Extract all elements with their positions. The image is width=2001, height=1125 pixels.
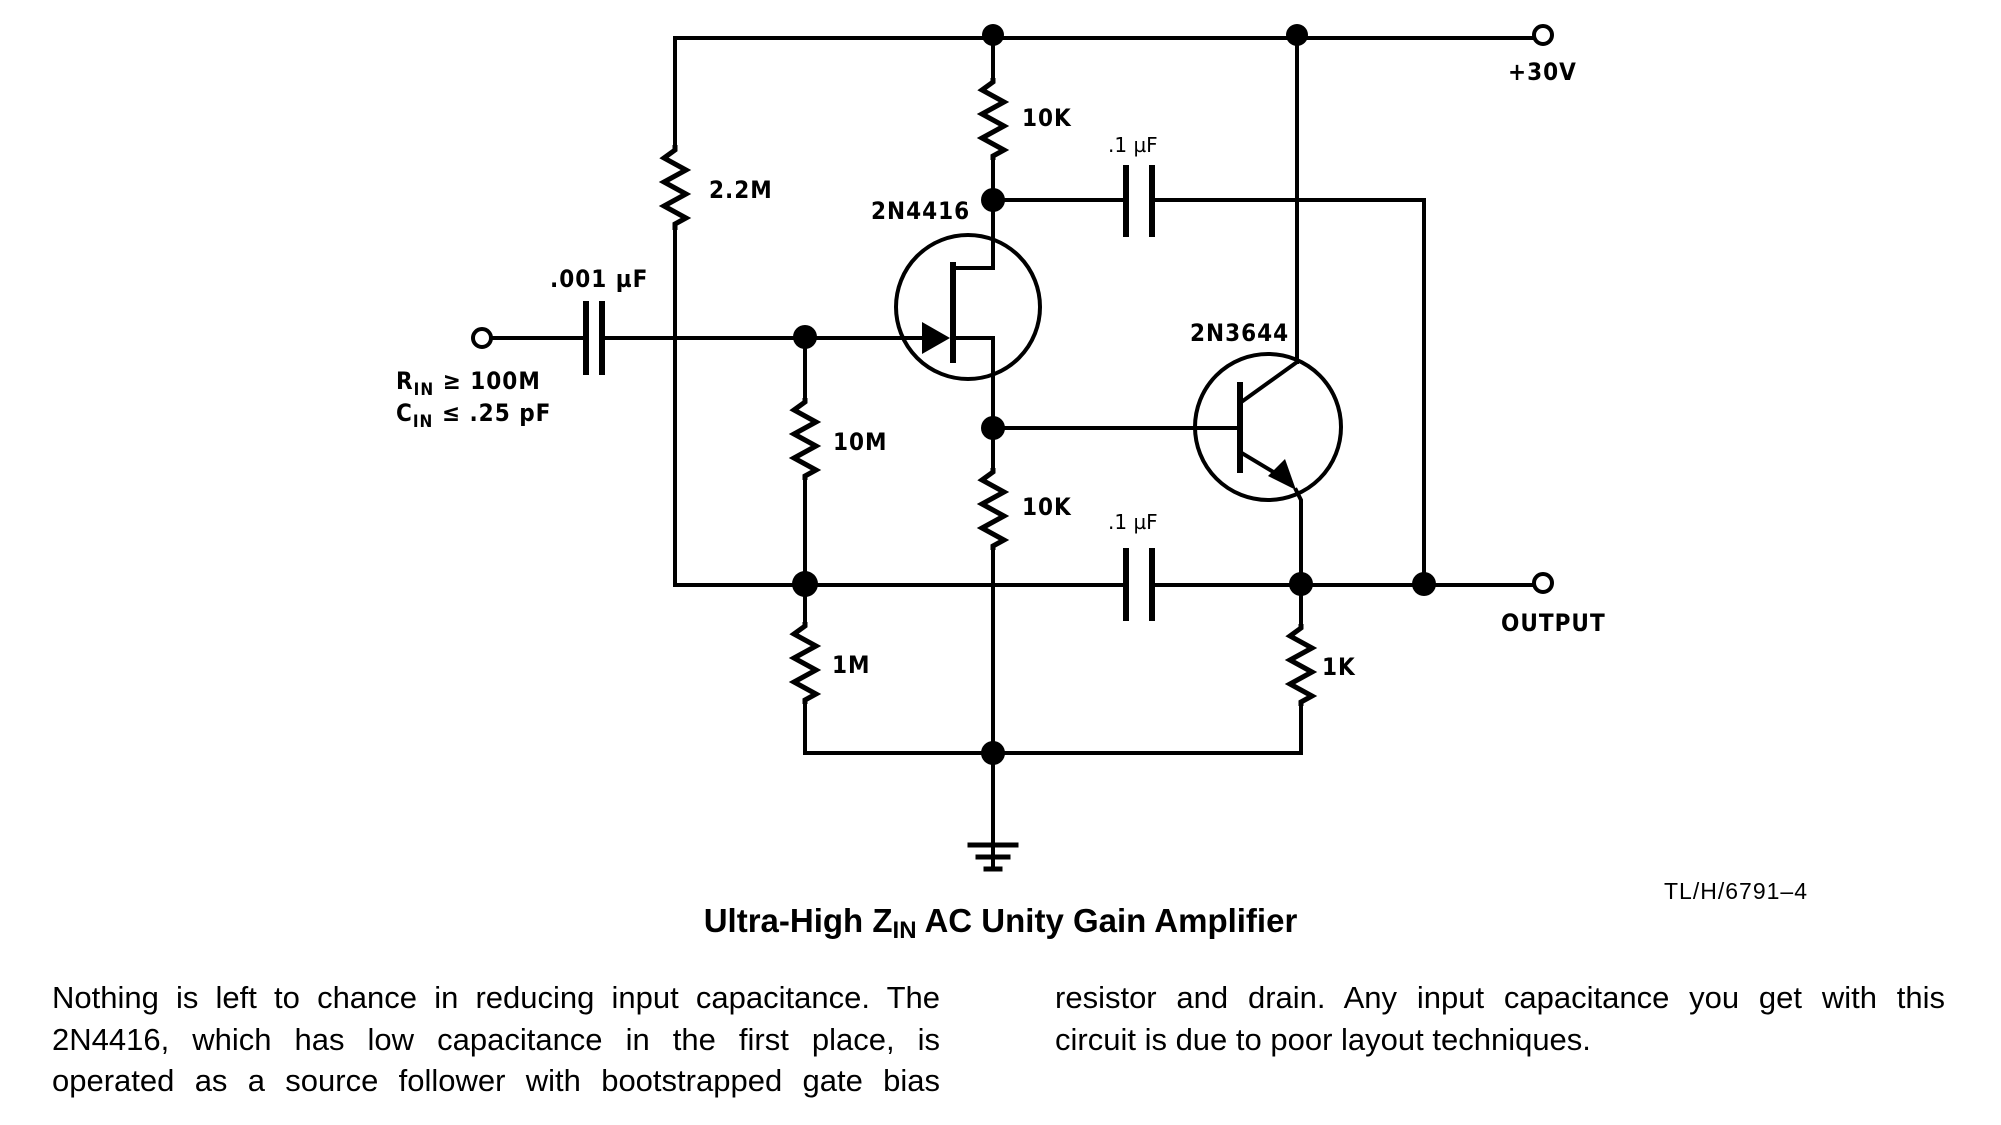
ground [803, 741, 1303, 872]
body-text-right-column: resistor and drain. Any input capacitanc… [1055, 977, 1945, 1060]
resistor-10k-bottom: 10K [976, 426, 1072, 867]
input-capacitor-label: .001 µF [550, 265, 648, 293]
output-label: OUTPUT [1501, 609, 1606, 637]
figure-reference-code: TL/H/6791–4 [1664, 878, 1808, 904]
figure-caption: Ultra-High ZIN AC Unity Gain Amplifier [703, 902, 1298, 944]
jfet-2n4416: 2N4416 [871, 197, 1042, 430]
supply-rail: +30V [673, 24, 1577, 147]
resistor-10m-label: 10M [833, 428, 888, 456]
resistor-1k: 1K [1284, 583, 1356, 755]
resistor-10k-top: 10K [976, 33, 1072, 267]
circuit-schematic: +30V 2.2M .001 µF RIN ≥ 100M CIN ≤ .25 p… [396, 24, 1807, 904]
jfet-label: 2N4416 [871, 197, 970, 225]
supply-terminal [1532, 24, 1554, 46]
output-terminal [1532, 572, 1554, 594]
body-text-left-column: Nothing is left to chance in reducing in… [52, 977, 940, 1102]
resistor-1m-label: 1M [832, 651, 871, 679]
resistor-2-2m: 2.2M [658, 145, 773, 587]
input-terminal [471, 327, 493, 349]
resistor-2-2m-label: 2.2M [709, 176, 773, 204]
resistor-10m: 10M [788, 336, 888, 587]
capacitor-top-label: .1 µF [1108, 133, 1158, 157]
body-text-line: 2N4416, which has low capacitance in the… [52, 1021, 940, 1057]
bjt-2n3644: 2N3644 [1190, 33, 1343, 587]
rin-label: RIN ≥ 100M [396, 367, 541, 400]
body-text-line: Nothing is left to chance in reducing in… [52, 980, 940, 1015]
resistor-1k-label: 1K [1322, 653, 1356, 681]
cin-label: CIN ≤ .25 pF [396, 399, 551, 432]
supply-label: +30V [1508, 58, 1577, 86]
input-section: .001 µF RIN ≥ 100M CIN ≤ .25 pF [396, 265, 807, 432]
bjt-label: 2N3644 [1190, 319, 1289, 347]
capacitor-top: .1 µF [991, 133, 1426, 587]
bootstrap-bus: .1 µF OUTPUT [673, 510, 1606, 637]
resistor-10k-top-label: 10K [1022, 104, 1072, 132]
resistor-1m: 1M [788, 583, 871, 755]
resistor-10k-bottom-label: 10K [1022, 493, 1072, 521]
capacitor-bottom-label: .1 µF [1108, 510, 1158, 534]
body-text-line: circuit is due to poor layout techniques… [1055, 1021, 1591, 1057]
body-text-line: resistor and drain. Any input capacitanc… [1055, 980, 1945, 1015]
body-text-line: operated as a source follower with boots… [52, 1063, 940, 1098]
